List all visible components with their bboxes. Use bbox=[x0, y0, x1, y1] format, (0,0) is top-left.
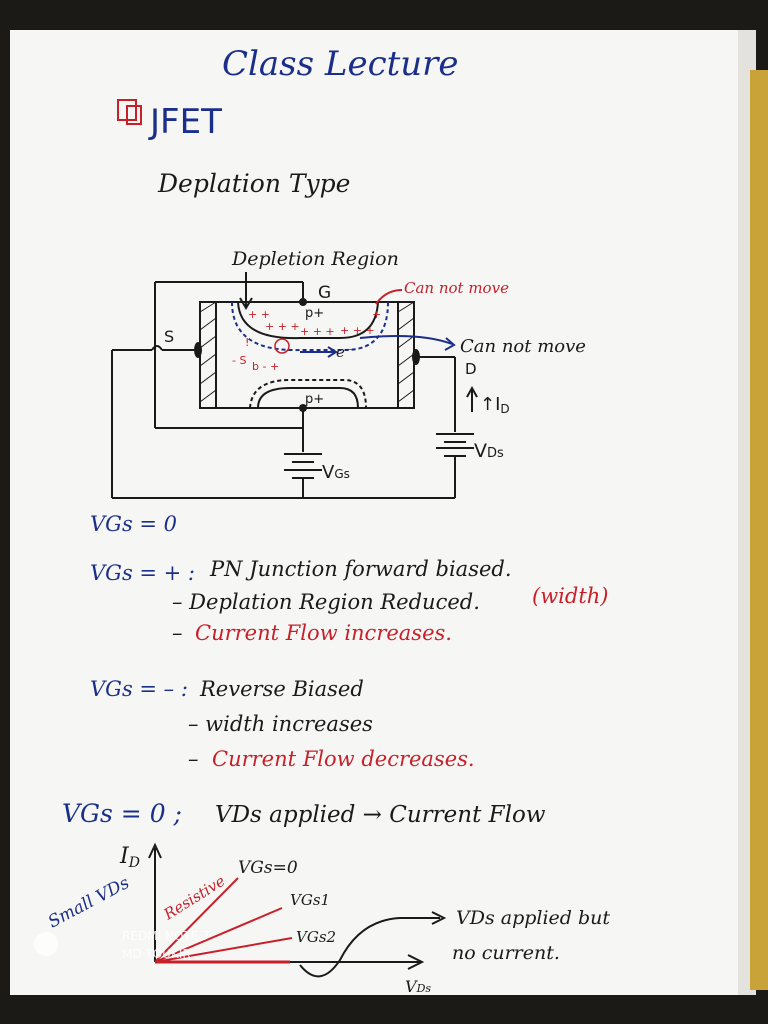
note-vds-applied: VDs applied → Current Flow bbox=[215, 802, 546, 828]
section-checkbox-icon bbox=[117, 99, 142, 125]
vds-label: VDs bbox=[474, 440, 504, 462]
drain-label: D bbox=[465, 360, 477, 378]
camera-logo-icon bbox=[34, 932, 58, 956]
id-label: ↑ID bbox=[480, 394, 510, 416]
note-dash-2: – bbox=[188, 747, 199, 771]
drain-terminal-dot bbox=[412, 349, 420, 365]
annotation-line-2: no current. bbox=[452, 942, 560, 964]
curve-vgs1 bbox=[154, 907, 283, 963]
svg-text:+: + bbox=[372, 308, 381, 321]
source-label: S bbox=[164, 327, 174, 346]
note-width-increases: – width increases bbox=[188, 712, 373, 736]
notebook-spine-edge bbox=[750, 70, 768, 990]
svg-text:+ + +: + + + bbox=[340, 324, 375, 337]
svg-text:!: ! bbox=[245, 336, 249, 349]
electron-label: e⁻ bbox=[336, 343, 353, 361]
svg-text:+ +: + + bbox=[248, 308, 270, 321]
note-vgs-positive-lhs: VGs = + : bbox=[90, 561, 195, 585]
section-heading: JFET bbox=[148, 102, 222, 142]
id-vds-sketch bbox=[148, 842, 447, 978]
paper-sheet bbox=[10, 30, 745, 995]
camera-watermark: REDMI NOTE 7 MD TOUKIR bbox=[34, 929, 210, 961]
note-vds-applied-lhs: VGs = 0 ; bbox=[62, 799, 182, 828]
svg-text:REDMI NOTE 7: REDMI NOTE 7 bbox=[122, 929, 210, 943]
note-reverse-biased: Reverse Biased bbox=[199, 677, 364, 701]
note-current-decreases: Current Flow decreases. bbox=[212, 747, 475, 771]
graph-y-axis-label: ID bbox=[119, 844, 140, 871]
curve2-label: VGs1 bbox=[290, 891, 330, 909]
cannot-move-top-label: Can not move bbox=[404, 279, 509, 297]
svg-text:MD TOUKIR: MD TOUKIR bbox=[122, 947, 191, 961]
note-region-reduced: – Deplation Region Reduced. bbox=[172, 590, 480, 614]
subtitle: Deplation Type bbox=[157, 169, 350, 198]
p-top-label: p+ bbox=[305, 306, 324, 321]
graph-x-axis-label: VDs bbox=[405, 977, 431, 996]
gate-terminal-dot bbox=[299, 298, 307, 306]
p-bottom-label: p+ bbox=[305, 392, 324, 407]
note-vgs-negative-lhs: VGs = – : bbox=[90, 677, 188, 701]
curve1-label: VGs=0 bbox=[238, 858, 298, 878]
svg-text:+ + +: + + + bbox=[265, 320, 300, 333]
annotation-line-1: VDs applied but bbox=[456, 907, 610, 929]
vgs-label: VGs bbox=[322, 462, 350, 483]
note-vgs-zero: VGs = 0 bbox=[90, 512, 177, 536]
note-width-red: (width) bbox=[532, 584, 608, 608]
svg-text:- S: - S bbox=[232, 354, 246, 367]
cannot-move-right-label: Can not move bbox=[460, 336, 586, 357]
svg-text:+ + +: + + + bbox=[300, 325, 335, 338]
note-forward-biased: PN Junction forward biased. bbox=[209, 557, 512, 581]
depletion-region-label: Depletion Region bbox=[231, 248, 399, 270]
svg-text:b - +: b - + bbox=[252, 360, 279, 373]
curve-vgs2 bbox=[154, 937, 293, 963]
note-dash: – bbox=[172, 621, 183, 645]
curve3-label: VGs2 bbox=[296, 928, 336, 946]
source-terminal-dot bbox=[194, 342, 202, 358]
gate-label: G bbox=[318, 283, 331, 303]
note-current-increases: Current Flow increases. bbox=[195, 621, 452, 645]
page-title: Class Lecture bbox=[222, 44, 459, 84]
curve-vgs0 bbox=[154, 877, 239, 963]
